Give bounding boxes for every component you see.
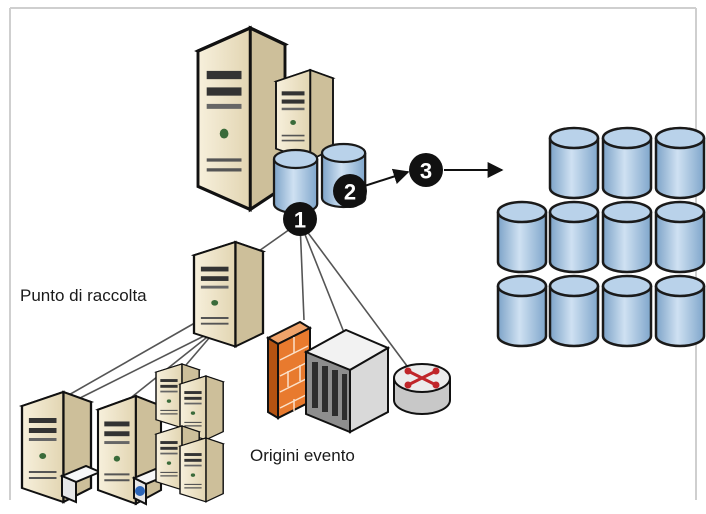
collection-point-label: Punto di raccolta <box>20 286 147 305</box>
client-computer-icon-2 <box>96 394 163 505</box>
step-badge-2: 2 <box>333 174 367 208</box>
router-icon <box>393 363 451 415</box>
event-sources-label: Origini evento <box>250 446 355 465</box>
archive-database-icon <box>496 126 706 348</box>
network-switch-icon <box>303 328 391 434</box>
step-1-label: 1 <box>294 208 306 233</box>
step-badge-1: 1 <box>283 202 317 236</box>
firewall-icon <box>265 320 313 420</box>
client-computer-icon-1 <box>20 390 93 504</box>
step-3-label: 3 <box>420 159 432 184</box>
step-2-label: 2 <box>344 180 356 205</box>
client-computer-icon-6 <box>179 437 224 503</box>
main-server-icon <box>196 26 287 212</box>
collection-point-server-icon <box>192 240 265 348</box>
secondary-server-icon <box>275 69 334 162</box>
monitor-icon-1 <box>59 464 103 504</box>
step-badge-3: 3 <box>409 153 443 187</box>
